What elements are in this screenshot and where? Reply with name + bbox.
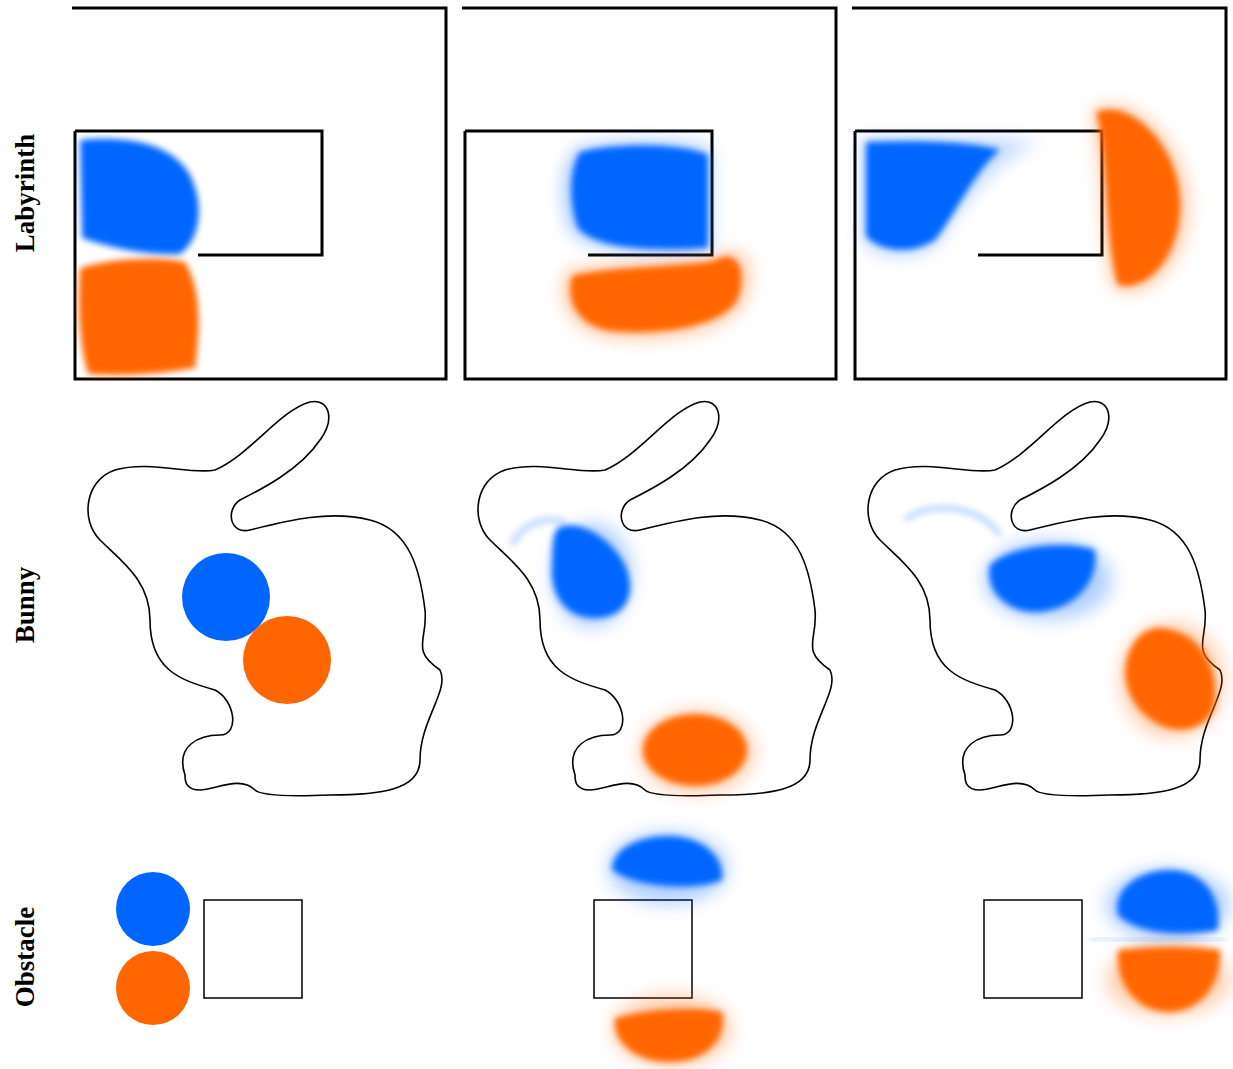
orange-fluid [643,714,747,786]
bunny-outline [88,402,442,796]
orange-fluid [243,616,331,704]
row-label: Bunny [10,567,41,644]
blue-fluid [1106,869,1230,941]
labyrinth-walls [72,8,446,379]
orange-fluid [1118,947,1220,1012]
blue-fluid [1090,938,1225,941]
orange-fluid [1096,110,1180,286]
blue-fluid [866,141,1000,249]
blue-fluid [612,836,722,887]
orange-fluid [612,994,732,1066]
row-label: Labyrinth [10,134,41,253]
labyrinth-row [72,8,1226,379]
square-obstacle [984,900,1082,998]
orange-fluid [639,710,755,794]
blue-fluid [80,139,199,255]
orange-fluid [1092,106,1188,292]
labyrinth-walls [462,8,836,379]
blue-fluid [862,137,1040,256]
row-label: Obstacle [10,907,41,1008]
orange-fluid [116,951,190,1025]
blue-fluid [571,146,708,250]
blue-fluid [905,508,1000,535]
blue-fluid [564,142,710,252]
blue-fluid [608,832,728,904]
square-obstacle [204,900,302,998]
orange-fluid [79,259,199,375]
orange-fluid [563,251,750,338]
orange-fluid [1120,622,1224,738]
blue-fluid [182,553,270,641]
orange-fluid [1106,944,1230,1016]
blue-fluid [552,523,632,627]
orange-fluid [615,1009,723,1062]
blue-fluid [989,545,1095,612]
blue-fluid [984,540,1112,620]
blue-fluid [116,872,190,946]
orange-fluid [570,256,741,332]
bunny-row [88,402,1224,796]
blue-fluid [1117,870,1218,933]
obstacle-row [116,832,1230,1066]
blue-fluid [552,525,630,618]
square-obstacle [594,900,692,998]
orange-fluid [1125,628,1215,730]
bunny-outline [478,402,832,796]
labyrinth-walls [852,8,1226,379]
